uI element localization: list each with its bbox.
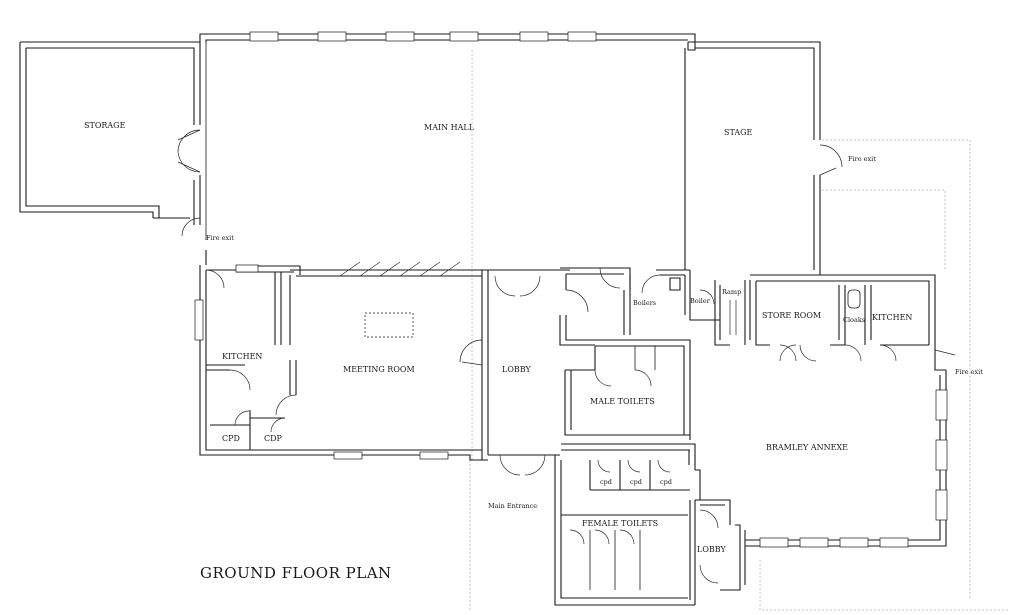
store-room-label: STORE ROOM xyxy=(762,311,821,320)
kitchen-walls xyxy=(194,264,330,456)
cpd-c-label: cpd xyxy=(660,478,672,486)
cpd-1-label: CPD xyxy=(222,434,240,443)
cpd-2-label: CDP xyxy=(264,434,283,443)
cpd-b-label: cpd xyxy=(630,478,642,486)
main-hall-windows xyxy=(249,31,597,42)
storage-doors xyxy=(177,129,843,237)
lobby-small-label: LOBBY xyxy=(697,545,726,554)
room-labels: STORAGE MAIN HALL STAGE Fire exit Fire e… xyxy=(84,121,983,582)
fire-exit-stage-label: Fire exit xyxy=(848,155,876,163)
male-toilets-walls xyxy=(564,339,691,440)
main-entrance-label: Main Entrance xyxy=(488,502,537,510)
female-toilets-label: FEMALE TOILETS xyxy=(582,519,658,528)
meeting-room-walls xyxy=(289,261,488,461)
kitchen-annexe-label: KITCHEN xyxy=(872,313,912,322)
storage-label: STORAGE xyxy=(84,121,126,130)
male-toilets-label: MALE TOILETS xyxy=(590,397,655,406)
main-hall-walls xyxy=(199,33,821,275)
annexe-walls xyxy=(695,350,1010,611)
ramp-label: Ramp xyxy=(722,288,741,296)
lobby-walls xyxy=(481,267,631,476)
plan-title: GROUND FLOOR PLAN xyxy=(200,564,392,582)
boiler-label: Boiler xyxy=(690,297,711,305)
site-boundary xyxy=(469,50,971,610)
female-toilets-walls xyxy=(554,443,696,606)
lobby-label: LOBBY xyxy=(502,365,531,374)
store-room-walls xyxy=(750,274,956,362)
main-hall-label: MAIN HALL xyxy=(424,123,475,132)
kitchen-label: KITCHEN xyxy=(222,352,262,361)
stage-label: STAGE xyxy=(724,128,753,137)
cloaks-label: Cloaks xyxy=(843,316,865,324)
service-walls xyxy=(623,269,751,346)
cpd-a-label: cpd xyxy=(600,478,612,486)
storage-walls xyxy=(19,41,201,225)
fire-exit-storage-label: Fire exit xyxy=(206,234,234,242)
bramley-annexe-label: BRAMLEY ANNEXE xyxy=(766,443,848,452)
meeting-room-label: MEETING ROOM xyxy=(343,365,415,374)
fire-exit-annexe-label: Fire exit xyxy=(955,368,983,376)
boilers-label: Boilers xyxy=(633,299,656,307)
